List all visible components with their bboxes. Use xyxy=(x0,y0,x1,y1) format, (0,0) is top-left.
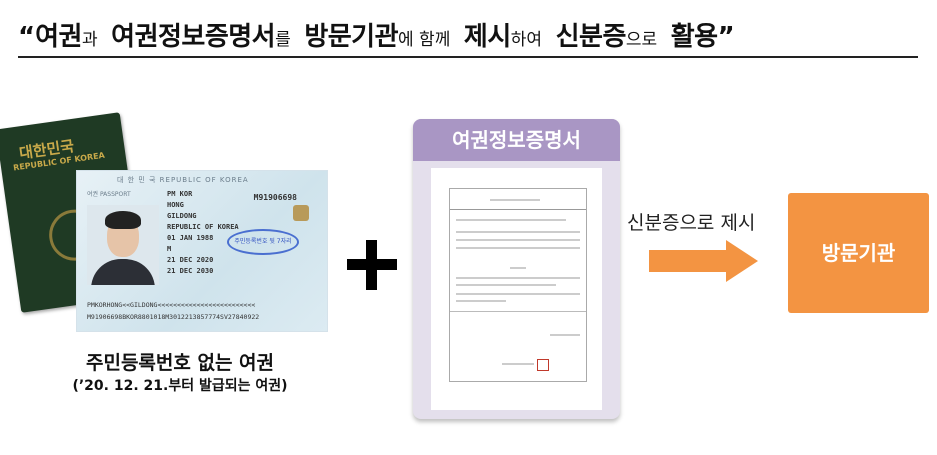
passport-caption: 주민등록번호 없는 여권 xyxy=(85,352,275,374)
doc-line xyxy=(490,199,540,201)
seal-icon xyxy=(293,205,309,221)
doc-line xyxy=(456,300,506,302)
headline-word: 여권정보증명서 xyxy=(111,22,276,52)
passport-subcaption: (’20. 12. 21.부터 발급되는 여권) xyxy=(72,378,288,394)
certificate-card: 여권정보증명서 xyxy=(413,119,620,419)
doc-line xyxy=(550,334,580,336)
doc-line xyxy=(510,267,526,269)
doc-line xyxy=(456,219,566,221)
page-label: 여권 PASSPORT xyxy=(87,191,131,198)
holder-photo xyxy=(87,205,159,285)
plus-icon xyxy=(347,240,397,290)
stamp-icon xyxy=(537,359,549,371)
headline-particle: 과 xyxy=(81,30,98,50)
passport-number: M91906698 xyxy=(253,193,297,202)
highlight-oval: 주민등록번호 뒷 7자리 xyxy=(227,229,299,255)
doc-line xyxy=(456,231,580,233)
doc-line xyxy=(456,277,580,279)
headline-particle: 하여 xyxy=(510,30,543,50)
field: GILDONG xyxy=(167,212,197,220)
doc-line xyxy=(456,247,580,249)
arrow-shaft xyxy=(649,250,727,272)
headline-word: 방문기관 xyxy=(304,22,399,52)
plus-bar-v xyxy=(366,240,377,290)
headline-word: 제시 xyxy=(463,22,511,52)
field: 21 DEC 2030 xyxy=(167,267,214,275)
certificate-document-image xyxy=(431,168,602,410)
passport-data-page-image: 대 한 민 국 REPUBLIC OF KOREA 여권 PASSPORT PM… xyxy=(76,170,328,332)
passport-fields: PM KOR HONG GILDONG REPUBLIC OF KOREA 01… xyxy=(167,189,239,277)
field: M xyxy=(167,245,172,253)
field: 21 DEC 2020 xyxy=(167,256,214,264)
certificate-title: 여권정보증명서 xyxy=(413,119,620,161)
doc-line xyxy=(456,284,556,286)
mrz-line: M91906698BKOR8801018M3012213857774SV2784… xyxy=(87,313,260,321)
open-quote: “ xyxy=(18,22,36,52)
field: 01 JAN 1988 xyxy=(167,234,214,242)
headline-particle: 으로 xyxy=(625,30,658,50)
field: REPUBLIC OF KOREA xyxy=(167,223,239,231)
doc-line xyxy=(502,363,534,365)
hair-shape xyxy=(105,211,141,229)
visiting-agency-box: 방문기관 xyxy=(788,193,929,313)
doc-line xyxy=(456,239,580,241)
mrz: PMKORHONG<<GILDONG<<<<<<<<<<<<<<<<<<<<<<… xyxy=(87,299,259,323)
document-thumbnail xyxy=(449,188,587,382)
field: HONG xyxy=(167,201,184,209)
doc-line xyxy=(456,293,580,295)
arrow-head xyxy=(726,240,758,282)
headline-word: 여권 xyxy=(35,22,82,52)
headline-particle: 에 함께 xyxy=(398,30,451,50)
arrow-label: 신분증으로 제시 xyxy=(627,212,756,234)
field: PM KOR xyxy=(167,190,193,198)
suit-shape xyxy=(91,259,155,285)
right-arrow-icon xyxy=(649,240,759,282)
headline-word: 신분증 xyxy=(555,22,627,52)
doc-line xyxy=(450,209,586,210)
close-quote: ” xyxy=(717,22,735,52)
headline: “여권과 여권정보증명서를 방문기관에 함께 제시하여 신분증으로 활용” xyxy=(18,18,918,58)
page-header: 대 한 민 국 REPUBLIC OF KOREA xyxy=(117,176,249,184)
headline-particle: 를 xyxy=(275,30,291,50)
headline-word: 활용 xyxy=(670,22,718,52)
mrz-line: PMKORHONG<<GILDONG<<<<<<<<<<<<<<<<<<<<<<… xyxy=(87,301,256,309)
doc-line xyxy=(450,311,586,312)
